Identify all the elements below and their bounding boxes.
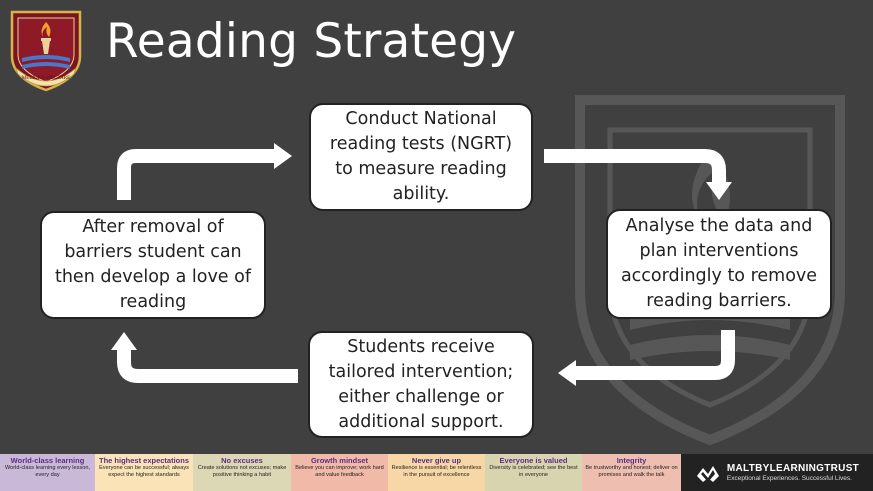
value-everyone-is-valued: Everyone is valued Diversity is celebrat… (485, 454, 582, 491)
arrow-bottom-to-left-head (111, 332, 137, 350)
arrow-right-to-bottom-head (558, 360, 576, 386)
school-crest-icon: MELIORA SPECTARE (10, 10, 82, 92)
arrow-bottom-to-left (117, 348, 298, 383)
arrow-left-to-top (117, 149, 276, 200)
value-highest-expectations: The highest expectations Everyone can be… (95, 454, 193, 491)
trust-logo: MALTBYLEARNINGTRUST Exceptional Experien… (681, 454, 873, 491)
cycle-step-love-of-reading: After removal of barriers student can th… (40, 211, 266, 319)
value-no-excuses: No excuses Create solutions not excuses;… (193, 454, 291, 491)
arrow-right-to-bottom (574, 330, 735, 380)
trust-name: MALTBYLEARNINGTRUST (726, 462, 860, 474)
crest-motto: MELIORA SPECTARE (22, 76, 70, 81)
value-integrity: Integrity Be trustworthy and honest; del… (582, 454, 681, 491)
cycle-step-tailored-intervention: Students receive tailored intervention; … (308, 331, 534, 438)
cycle-step-analyse-data: Analyse the data and plan interventions … (606, 209, 832, 319)
values-footer: World-class learning World-class learnin… (0, 454, 873, 491)
arrow-top-to-right (544, 149, 726, 184)
value-growth-mindset: Growth mindset Believe you can improve; … (291, 454, 388, 491)
page-title: Reading Strategy (106, 14, 517, 69)
arrow-left-to-top-head (274, 143, 292, 169)
trust-tagline: Exceptional Experiences. Successful Live… (726, 474, 852, 482)
value-never-give-up: Never give up Resilience is essential; b… (388, 454, 485, 491)
value-world-class-learning: World-class learning World-class learnin… (0, 454, 95, 491)
trust-logo-icon (696, 465, 719, 482)
arrow-top-to-right-head (706, 182, 732, 200)
cycle-step-ngrt-tests: Conduct National reading tests (NGRT) to… (309, 103, 533, 211)
